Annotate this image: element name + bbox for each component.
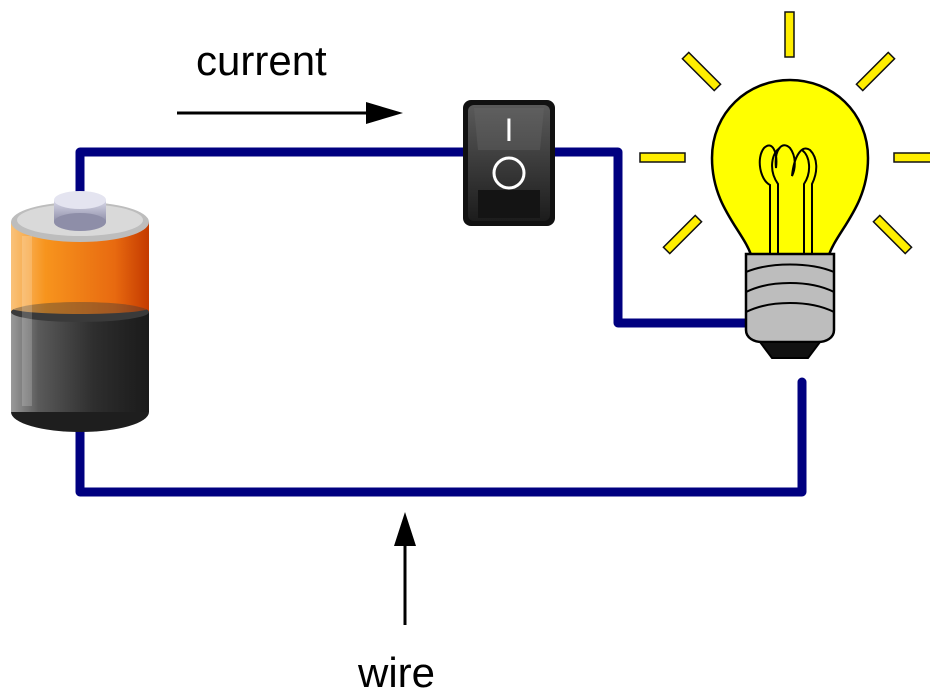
wire-group: [75, 147, 807, 497]
light-rays: [639, 11, 930, 255]
current-arrow: [177, 102, 403, 124]
wire-switch-to-bulb: [545, 147, 765, 328]
switch-off-symbol: [492, 156, 526, 190]
bulb-glass: [710, 78, 870, 260]
light-bulb-icon: [639, 11, 930, 359]
rocker-switch-icon[interactable]: I: [463, 100, 555, 226]
current-label: current: [196, 37, 327, 84]
wire-pointer-arrow: [394, 512, 416, 625]
bulb-filament: [758, 144, 818, 258]
bulb-base: [744, 252, 836, 359]
switch-on-symbol: I: [505, 112, 514, 148]
wire-bottom: [75, 377, 807, 497]
wire-top: [75, 147, 475, 200]
wire-label: wire: [358, 649, 436, 696]
battery-icon: [11, 191, 149, 432]
